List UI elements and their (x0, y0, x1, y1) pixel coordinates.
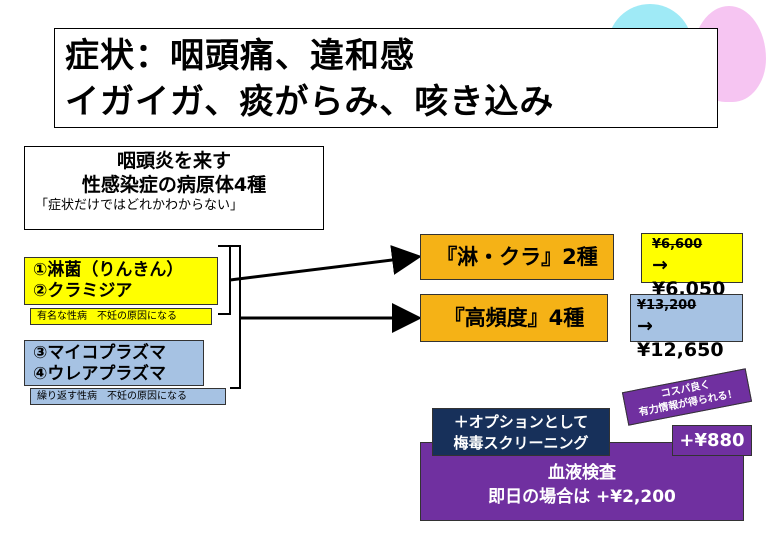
test-4-new-price: → ¥12,650 (637, 315, 724, 361)
pathogen-chlamydia: ②クラミジア (33, 281, 133, 301)
test-4-old-price: ¥13,200 (637, 298, 697, 313)
symptom-title-line2: イガイガ、痰がらみ、咳き込み (65, 82, 555, 122)
arrow-to-2-panel (229, 245, 422, 282)
symptom-title-box: 症状：咽頭痛、違和感 イガイガ、痰がらみ、咳き込み (54, 28, 718, 128)
pathogen-group-b: ③マイコプラズマ ④ウレアプラズマ (24, 340, 204, 386)
intro-line1: 咽頭炎を来す (116, 150, 231, 172)
pathogen-group-a: ①淋菌（りんきん） ②クラミジア (24, 257, 218, 305)
group-a-tag: 有名な性病 不妊の原因になる (30, 308, 212, 325)
test-4-label: 『高頻度』4種 (443, 306, 585, 330)
syphilis-option-box: ＋オプションとして 梅毒スクリーニング (432, 408, 610, 456)
pathogen-intro-box: 咽頭炎を来す 性感染症の病原体4種 「症状だけではどれかわからない」 (24, 146, 324, 230)
pathogen-mycoplasma: ③マイコプラズマ (33, 343, 167, 363)
blood-test-line2: 即日の場合は +¥2,200 (488, 487, 676, 507)
intro-line2: 性感染症の病原体4種 (81, 174, 267, 196)
bracket-group-a (218, 245, 231, 315)
test-2-old-price: ¥6,600 (652, 237, 703, 252)
test-2-panel: 『淋・クラ』2種 (420, 234, 614, 280)
intro-note: 「症状だけではどれかわからない」 (35, 198, 244, 213)
bracket-all (230, 245, 241, 389)
option-line2: 梅毒スクリーニング (453, 434, 589, 452)
blood-test-line1: 血液検査 (548, 463, 616, 483)
test-4-price-box: ¥13,200 → ¥12,650 (630, 294, 743, 361)
option-price-box: +¥880 (672, 425, 752, 456)
group-b-tag: 繰り返す性病 不妊の原因になる (30, 388, 226, 405)
pathogen-gonorrhea: ①淋菌（りんきん） (33, 260, 184, 280)
pathogen-ureaplasma: ④ウレアプラズマ (33, 364, 167, 384)
option-line1: ＋オプションとして (453, 413, 589, 431)
test-2-label: 『淋・クラ』2種 (436, 245, 598, 269)
option-price: +¥880 (679, 430, 745, 451)
test-4-panel: 『高頻度』4種 (420, 294, 608, 342)
test-2-price-box: ¥6,600 → ¥6,050 (641, 233, 743, 300)
symptom-title-line1: 症状：咽頭痛、違和感 (65, 36, 415, 76)
